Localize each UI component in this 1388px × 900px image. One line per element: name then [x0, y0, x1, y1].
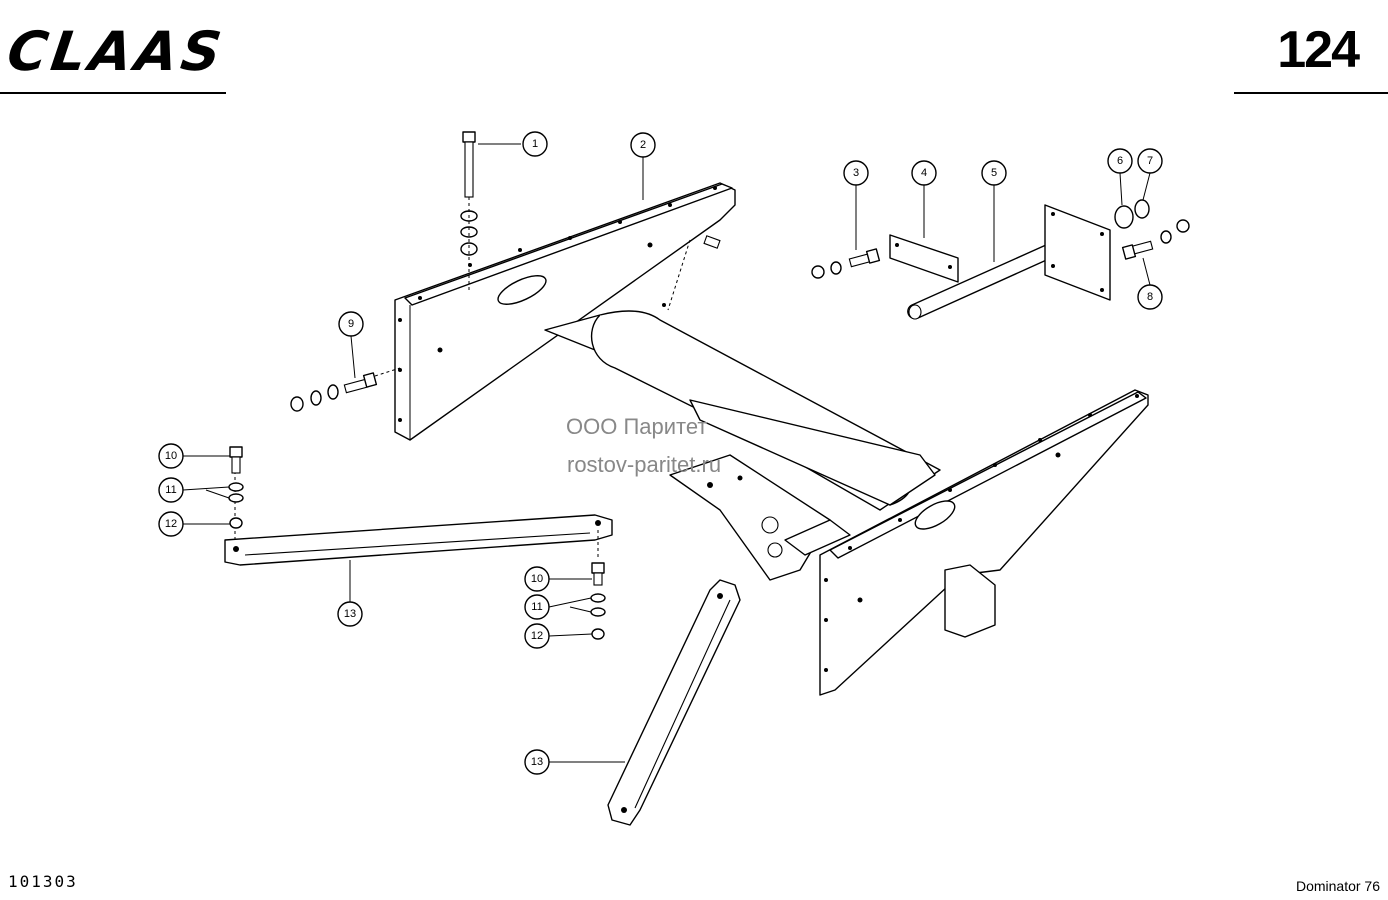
callout-7-label: 7: [1147, 155, 1153, 167]
shaft-assembly-upper-right: [811, 199, 1190, 320]
callout-4-label: 4: [921, 167, 927, 179]
callout-4: 4: [911, 160, 937, 186]
cross-tube-housing: [544, 239, 941, 581]
callout-11-left: 11: [158, 477, 184, 503]
model-label: Dominator 76: [1295, 878, 1380, 894]
callout-1-label: 1: [532, 138, 538, 150]
header-rule-left: [0, 92, 226, 94]
callout-10-right: 10: [524, 566, 550, 592]
callout-9: 9: [338, 311, 364, 337]
callout-7: 7: [1137, 148, 1163, 174]
bolt-stack-right: [590, 562, 606, 640]
callout-12-left-label: 12: [165, 518, 177, 530]
watermark-url: rostov-paritet.ru: [567, 452, 722, 477]
callout-12-right-label: 12: [531, 630, 543, 642]
callout-13-upper: 13: [337, 601, 363, 627]
callout-9-label: 9: [348, 318, 354, 330]
callout-10-left: 10: [158, 443, 184, 469]
page-number: 124: [1277, 21, 1360, 79]
callout-10-left-label: 10: [165, 450, 177, 462]
callout-2: 2: [630, 132, 656, 158]
callout-6-label: 6: [1117, 155, 1123, 167]
header-rule-right: [1234, 92, 1388, 94]
callout-13-upper-label: 13: [344, 608, 356, 620]
callout-2-label: 2: [640, 139, 646, 151]
callout-8: 8: [1137, 284, 1163, 310]
callout-5-label: 5: [991, 167, 997, 179]
callout-11-right: 11: [524, 594, 550, 620]
left-side-plate: [394, 182, 736, 441]
callout-11-left-label: 11: [165, 484, 176, 496]
bolt-stack-top: [460, 131, 478, 290]
callout-12-right: 12: [524, 623, 550, 649]
support-strut-diagonal: [607, 579, 741, 826]
watermark-company: ООО Паритет: [566, 414, 708, 439]
bolt-stack-left: [228, 446, 244, 529]
right-side-plate: [784, 389, 1149, 696]
callout-3: 3: [843, 160, 869, 186]
callout-3-label: 3: [853, 167, 859, 179]
callout-5: 5: [981, 160, 1007, 186]
callout-11-right-label: 11: [531, 601, 542, 613]
callout-12-left: 12: [158, 511, 184, 537]
callout-6: 6: [1107, 148, 1133, 174]
callout-8-label: 8: [1147, 291, 1153, 303]
callout-leaders: [182, 143, 1151, 763]
support-strut-horizontal: [224, 465, 613, 566]
callout-10-right-label: 10: [531, 573, 543, 585]
bolt-assembly-left: [290, 367, 401, 412]
callout-13-lower: 13: [524, 749, 550, 775]
callout-1: 1: [522, 131, 548, 157]
drawing-number: 101303: [8, 872, 78, 891]
callout-13-lower-label: 13: [531, 756, 543, 768]
